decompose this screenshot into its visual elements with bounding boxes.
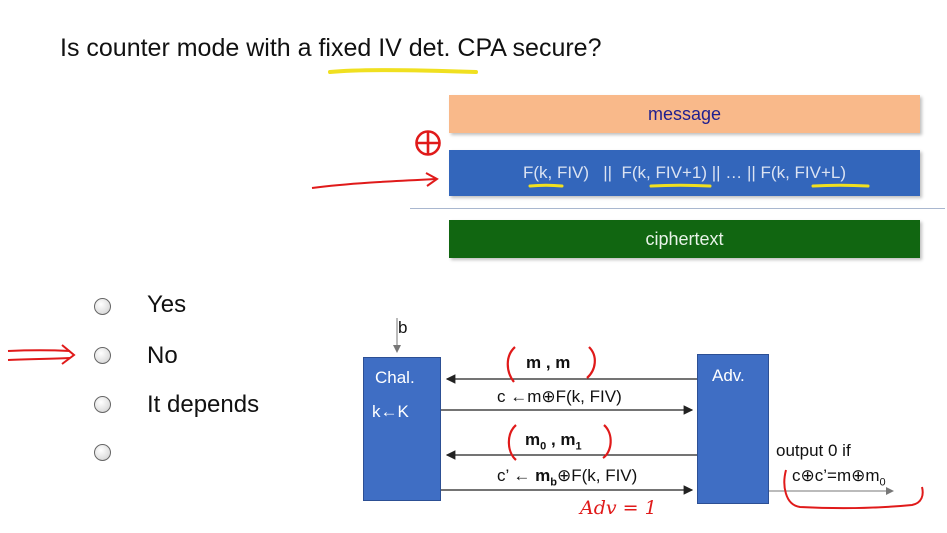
question-title: Is counter mode with a fixed IV det. CPA…	[60, 34, 602, 62]
ciphertext-label: ciphertext	[645, 228, 724, 249]
divider-line	[410, 208, 945, 209]
response2-label: c’ ← mb⊕F(k, FIV)	[497, 466, 637, 488]
prf-underline-3	[811, 183, 870, 188]
query2-m0-sub: 0	[540, 440, 547, 453]
prf-underline-2	[649, 183, 712, 188]
adv-annotation: Adv = 1	[580, 497, 657, 519]
query1-paren-right	[586, 346, 596, 379]
option-no-radio[interactable]	[94, 347, 111, 364]
query2-label: m0 , m1	[525, 430, 582, 452]
output-line2: c⊕c’=m⊕m0	[792, 466, 886, 488]
output-line2-prefix: c⊕c’=m⊕m	[792, 466, 880, 485]
b-bit-label: b	[398, 318, 408, 337]
query2-m1: m	[560, 430, 576, 449]
query1-label: m , m	[526, 353, 571, 372]
xor-icon	[415, 130, 441, 156]
option-it-depends-radio[interactable]	[94, 396, 111, 413]
query2-paren-right	[602, 424, 612, 459]
output-line2-sub: 0	[879, 476, 886, 489]
response2-prefix: c’ ←	[497, 466, 536, 485]
response1-label: c ←m⊕F(k, FIV)	[497, 387, 622, 406]
message-bar: message	[449, 95, 920, 133]
response2-suffix: ⊕F(k, FIV)	[556, 466, 638, 485]
adversary-box	[697, 354, 769, 504]
highlight-underline	[328, 68, 478, 74]
key-gen-label: k←K	[372, 402, 409, 421]
response2-m: m	[535, 466, 551, 485]
challenger-box	[363, 357, 441, 501]
option-it-depends-label: It depends	[147, 391, 260, 418]
option-yes-radio[interactable]	[94, 298, 111, 315]
message-label: message	[647, 103, 722, 124]
output-bracket	[783, 469, 924, 510]
red-arrow-to-no	[7, 349, 71, 352]
query1-paren-left	[506, 346, 516, 383]
challenger-label: Chal.	[375, 368, 415, 387]
query2-m1-sub: 1	[575, 440, 582, 453]
query2-paren-left	[507, 424, 517, 461]
option-blank-radio[interactable]	[94, 444, 111, 461]
prf-underline-1	[528, 183, 564, 188]
prf-stream-bar: F(k, FIV) || F(k, FIV+1) || … || F(k, FI…	[449, 150, 920, 196]
output-line1: output 0 if	[776, 441, 851, 460]
query2-m0: m	[525, 430, 541, 449]
adversary-label: Adv.	[712, 366, 745, 385]
query2-sep: ,	[546, 430, 561, 449]
red-arrow-to-prf	[311, 178, 437, 189]
response2-sub: b	[550, 476, 557, 489]
ciphertext-bar: ciphertext	[449, 220, 920, 258]
prf-stream-label: F(k, FIV) || F(k, FIV+1) || … || F(k, FI…	[522, 163, 847, 182]
option-no-label: No	[147, 342, 178, 369]
option-yes-label: Yes	[147, 291, 187, 318]
